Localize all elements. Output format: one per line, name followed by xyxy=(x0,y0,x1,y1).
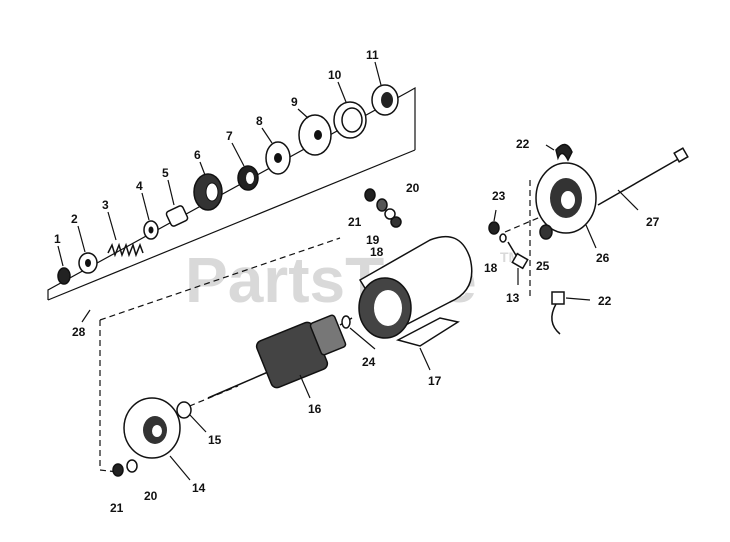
label-17: 17 xyxy=(428,374,442,388)
part-3-spring xyxy=(107,242,144,258)
part-17-motor-housing xyxy=(358,235,473,347)
label-22-lower: 22 xyxy=(598,294,612,308)
label-7: 7 xyxy=(226,129,233,143)
label-8: 8 xyxy=(256,114,263,128)
label-16: 16 xyxy=(308,402,322,416)
label-1: 1 xyxy=(54,232,61,246)
part-22-clip-lower xyxy=(551,291,565,335)
part-10-ring xyxy=(333,101,367,139)
label-24: 24 xyxy=(362,355,376,369)
label-19: 19 xyxy=(366,233,380,247)
label-28: 28 xyxy=(72,325,86,339)
part-15-washer xyxy=(176,401,192,419)
label-18-left: 18 xyxy=(370,245,384,259)
label-3: 3 xyxy=(102,198,109,212)
part-24-washer xyxy=(341,315,351,329)
label-20-upper: 20 xyxy=(406,181,420,195)
label-5: 5 xyxy=(162,166,169,180)
part-23-washer xyxy=(488,221,500,235)
label-26: 26 xyxy=(596,251,610,265)
part-26-brush-plate xyxy=(535,162,597,234)
part-2-washer xyxy=(78,252,98,274)
part-22-clip-upper xyxy=(555,143,573,162)
leader-lines xyxy=(57,61,639,481)
part-9-disc xyxy=(298,114,332,156)
label-2: 2 xyxy=(71,212,78,226)
label-10: 10 xyxy=(328,68,342,82)
part-13-bolt xyxy=(507,241,529,270)
label-13: 13 xyxy=(506,291,520,305)
label-22-upper: 22 xyxy=(516,137,530,151)
part-25-nut xyxy=(539,224,553,240)
label-21-upper: 21 xyxy=(348,215,362,229)
part-6-gear xyxy=(193,173,223,211)
label-18-right: 18 xyxy=(484,261,498,275)
part-14-end-plate xyxy=(123,397,181,459)
label-4: 4 xyxy=(136,179,143,193)
part-7-clutch xyxy=(237,165,259,191)
label-9: 9 xyxy=(291,95,298,109)
label-23: 23 xyxy=(492,189,506,203)
label-15: 15 xyxy=(208,433,222,447)
part-1-nut xyxy=(57,267,71,285)
label-25: 25 xyxy=(536,259,550,273)
part-21-nut-lower xyxy=(112,463,124,477)
part-20-washer-lower xyxy=(126,459,138,473)
upper-hardware-cluster xyxy=(364,188,402,228)
part-16-armature xyxy=(207,314,353,399)
part-11-cap xyxy=(371,84,399,116)
label-11: 11 xyxy=(366,48,379,62)
label-27: 27 xyxy=(646,215,660,229)
part-5-sleeve xyxy=(165,205,189,227)
part-8-disc xyxy=(265,141,291,175)
label-6: 6 xyxy=(194,148,201,162)
part-27-through-bolt xyxy=(597,147,689,206)
label-21-lower: 21 xyxy=(110,501,124,515)
part-4-washer xyxy=(143,220,159,240)
label-20-lower: 20 xyxy=(144,489,158,503)
drive-assembly-outline xyxy=(47,86,416,301)
label-14: 14 xyxy=(192,481,206,495)
part-18-washer-right xyxy=(499,233,507,243)
